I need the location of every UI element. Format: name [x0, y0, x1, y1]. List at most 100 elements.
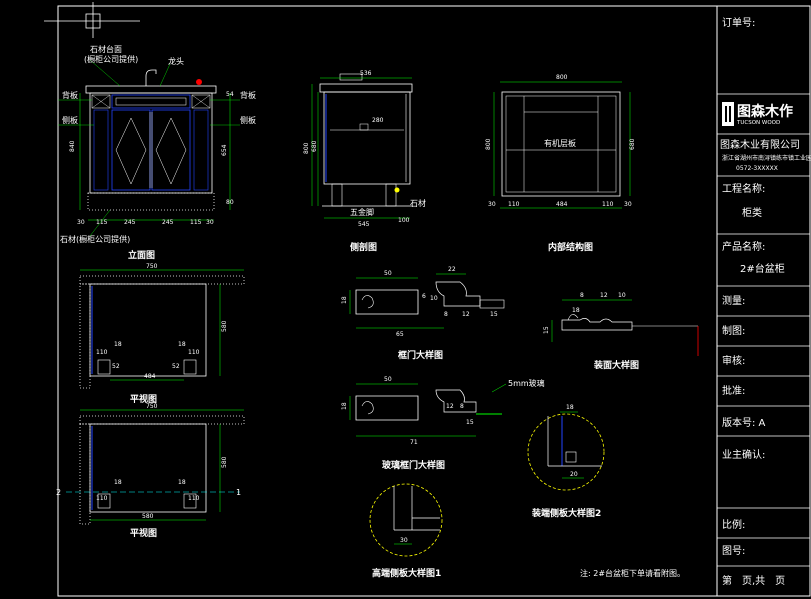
dim-frame-mid-a: 10 [430, 295, 438, 302]
elevation-base [87, 192, 215, 211]
dim-plan2-bottom: 580 [142, 513, 154, 520]
tb-scale: 比例: [722, 518, 745, 531]
plan2-title: 平视图 [130, 527, 157, 539]
dim-side-top: 536 [360, 70, 372, 77]
dim-plan2-inner-right: 110 [188, 495, 200, 502]
faucet-icon [145, 69, 157, 86]
dim-panel-top-b: 12 [600, 292, 608, 299]
tb-product-value: 2#台盆柜 [740, 262, 785, 275]
drawing-border [57, 5, 811, 597]
dim-glass-bottom: 71 [410, 439, 418, 446]
callout-left-lower: 侧板 [62, 115, 78, 125]
dim-internal-inner: 680 [629, 138, 636, 150]
dim-plan1-inner-left: 110 [96, 349, 108, 356]
dim-panel-top-c: 10 [618, 292, 626, 299]
dim-frame-small: 6 [422, 293, 426, 300]
callout-right-upper: 背板 [240, 90, 256, 100]
tb-order-no: 订单号: [722, 17, 755, 29]
dim-glass-mid-a: 12 [446, 403, 454, 410]
callout-top-material: 石材台面 [90, 44, 122, 54]
internal-title: 内部结构图 [548, 241, 593, 253]
dim-elevation-bottom-3: 245 [124, 219, 136, 226]
detail2-title: 装端侧板大样图2 [531, 507, 601, 519]
dim-frame-mid-c: 12 [462, 311, 470, 318]
detail1-title: 高端侧板大样图1 [372, 567, 441, 579]
frame-door-title: 框门大样图 [398, 349, 443, 361]
dim-glass-mid-b: 8 [460, 403, 464, 410]
tb-owner: 业主确认: [722, 448, 765, 461]
tb-company: 图森木业有限公司 [720, 138, 800, 151]
dim-panel-top-a: 8 [580, 292, 584, 299]
plan1-title: 平视图 [130, 393, 157, 405]
tb-phone: 0572-3XXXXX [736, 165, 778, 172]
side-section-view: 536 800 680 280 545 100 五金脚 石材 侧剖图 [303, 70, 426, 253]
elevation-door-left [111, 109, 151, 191]
callout-side-hinge: 五金脚 [350, 207, 374, 217]
tb-approve: 批准: [722, 384, 745, 397]
plan2-countertop [79, 415, 245, 425]
dim-plan1-side: 580 [221, 320, 228, 332]
side-title: 侧剖图 [350, 241, 377, 253]
dim-side-bottom-b: 100 [398, 217, 410, 224]
section-mark-right: 1 [236, 488, 241, 497]
dim-frame-top-b: 22 [448, 266, 456, 273]
elevation-door-right [151, 109, 191, 191]
dim-internal-height: 800 [485, 138, 492, 150]
dim-plan1-base-left: 52 [112, 363, 120, 370]
tb-page: 第 页,共 页 [722, 574, 785, 587]
logo-en: TUCSON WOOD [736, 120, 780, 126]
dim-side-bottom-a: 545 [358, 221, 370, 228]
dim-plan1-small-right: 18 [178, 341, 186, 348]
dim-internal-bottom-3: 484 [556, 201, 568, 208]
callout-top-material-note: (橱柜公司提供) [84, 54, 138, 64]
dim-side-shelf: 280 [372, 117, 384, 124]
dim-plan1-base-right: 52 [172, 363, 180, 370]
dim-elevation-height: 840 [69, 140, 76, 152]
internal-frame [501, 91, 621, 197]
tb-project-value: 柜类 [742, 206, 762, 219]
dim-elevation-bottom-4: 245 [162, 219, 174, 226]
dim-internal-top: 800 [556, 74, 568, 81]
dim-internal-bottom-2: 110 [508, 201, 520, 208]
dim-elevation-right-a: 54 [226, 91, 234, 98]
plan2-body [89, 423, 207, 513]
dim-plan2-small-right: 18 [178, 479, 186, 486]
logo-mark-icon [722, 102, 734, 126]
callout-internal-center: 有机层板 [544, 138, 576, 148]
dim-internal-bottom-1: 30 [488, 201, 496, 208]
dim-side-inner: 680 [311, 140, 318, 152]
plan-view-1: 750 580 110 110 18 18 484 52 52 平视图 [79, 263, 245, 405]
dim-detail2-bottom: 20 [570, 471, 578, 478]
dim-elevation-right-c: 80 [226, 199, 234, 206]
dim-plan2-side: 580 [221, 456, 228, 468]
elevation-countertop [85, 85, 217, 94]
dim-detail1: 30 [400, 537, 408, 544]
logo: 图森木作 TUCSON WOOD [722, 102, 793, 126]
glass-door-title: 玻璃框门大样图 [382, 459, 445, 471]
tb-address: 浙江省湖州市南浔镇练市镇工业园区 [722, 154, 811, 162]
tb-review: 审核: [722, 354, 745, 367]
plan1-countertop [79, 275, 245, 285]
dim-panel-side: 18 [572, 307, 580, 314]
dim-glass-left: 18 [341, 402, 348, 410]
tb-draw: 制图: [722, 324, 745, 337]
dim-plan1-bottom: 484 [144, 373, 156, 380]
plan1-body [89, 283, 207, 377]
tb-version: 版本号: A [722, 416, 766, 429]
callout-base-material: 石材(橱柜公司提供) [60, 234, 130, 244]
callout-faucet: 龙头 [168, 56, 184, 66]
side-panel-detail-1: 30 高端侧板大样图1 [369, 483, 443, 579]
dim-plan1-small-left: 18 [114, 341, 122, 348]
elevation-view: 石材台面 (橱柜公司提供) 龙头 背板 侧板 背板 侧板 石材(橱柜公司提供) … [58, 44, 256, 261]
dim-frame-right: 15 [490, 311, 498, 318]
side-panel-detail-2: 18 20 装端侧板大样图2 [527, 404, 605, 519]
drawing-note: 注: 2#台盆柜下单请看附图。 [580, 568, 685, 578]
plan-view-2: 750 580 110 110 18 18 580 2 1 平视图 [56, 403, 245, 539]
glass-note: 5mm玻璃 [508, 378, 545, 388]
dim-internal-bottom-5: 30 [624, 201, 632, 208]
panel-detail: 8 12 10 15 18 装面大样图 [543, 292, 699, 371]
dim-frame-left: 18 [341, 296, 348, 304]
dim-side-height: 800 [303, 142, 310, 154]
frame-door-detail: 50 22 18 10 8 12 15 6 65 框门大样图 [341, 266, 505, 361]
